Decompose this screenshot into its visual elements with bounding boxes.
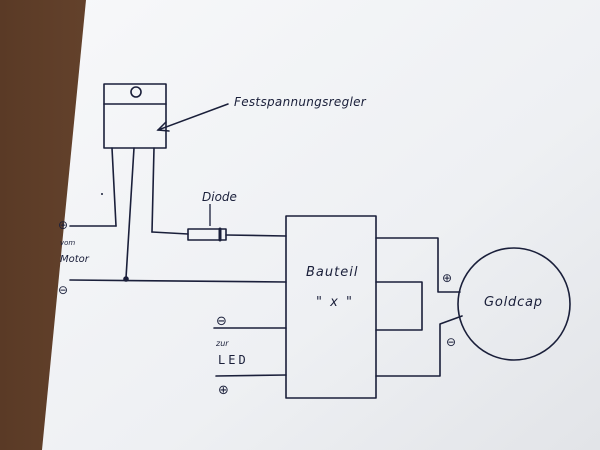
regulator-pointer-arrow <box>156 103 229 132</box>
diode-label: Diode <box>202 190 237 204</box>
motor-from-label: vom <box>60 239 75 247</box>
led-label: LED <box>218 353 249 367</box>
goldcap-plus-wire <box>375 237 461 293</box>
led-to-label: zur <box>215 339 229 348</box>
regulator-leg-right <box>151 147 155 233</box>
regulator-leg-left <box>111 147 117 227</box>
led-minus-symbol: ⊖ <box>216 314 227 329</box>
output-wire-a <box>151 231 189 235</box>
goldcap-minus-symbol: ⊖ <box>446 335 456 349</box>
ground-wire <box>69 279 287 283</box>
component-label-line2: " x " <box>316 295 354 310</box>
goldcap-minus-wire <box>375 315 463 377</box>
goldcap-circle <box>457 247 571 361</box>
motor-minus-symbol: ⊖ <box>58 283 68 297</box>
motor-label: Motor <box>60 254 90 265</box>
regulator-body <box>103 83 167 149</box>
component-x-box <box>285 215 377 399</box>
circuit-drawing <box>69 83 571 399</box>
paper-sheet <box>42 0 600 450</box>
regulator-mount-hole <box>130 86 142 98</box>
component-label-line1: Bauteil <box>306 265 358 280</box>
goldcap-plus-symbol: ⊕ <box>442 271 452 285</box>
led-plus-symbol: ⊕ <box>218 383 229 398</box>
led-plus-wire <box>215 374 287 377</box>
ground-junction <box>123 276 129 282</box>
goldcap-label: Goldcap <box>484 295 543 310</box>
motor-plus-symbol: ⊕ <box>58 218 68 232</box>
pen-dot <box>101 193 103 195</box>
regulator-leg-mid <box>125 147 135 279</box>
output-wire-b <box>225 234 287 237</box>
regulator-label: Festspannungsregler <box>234 95 367 109</box>
goldcap-inner-wire <box>375 281 423 331</box>
